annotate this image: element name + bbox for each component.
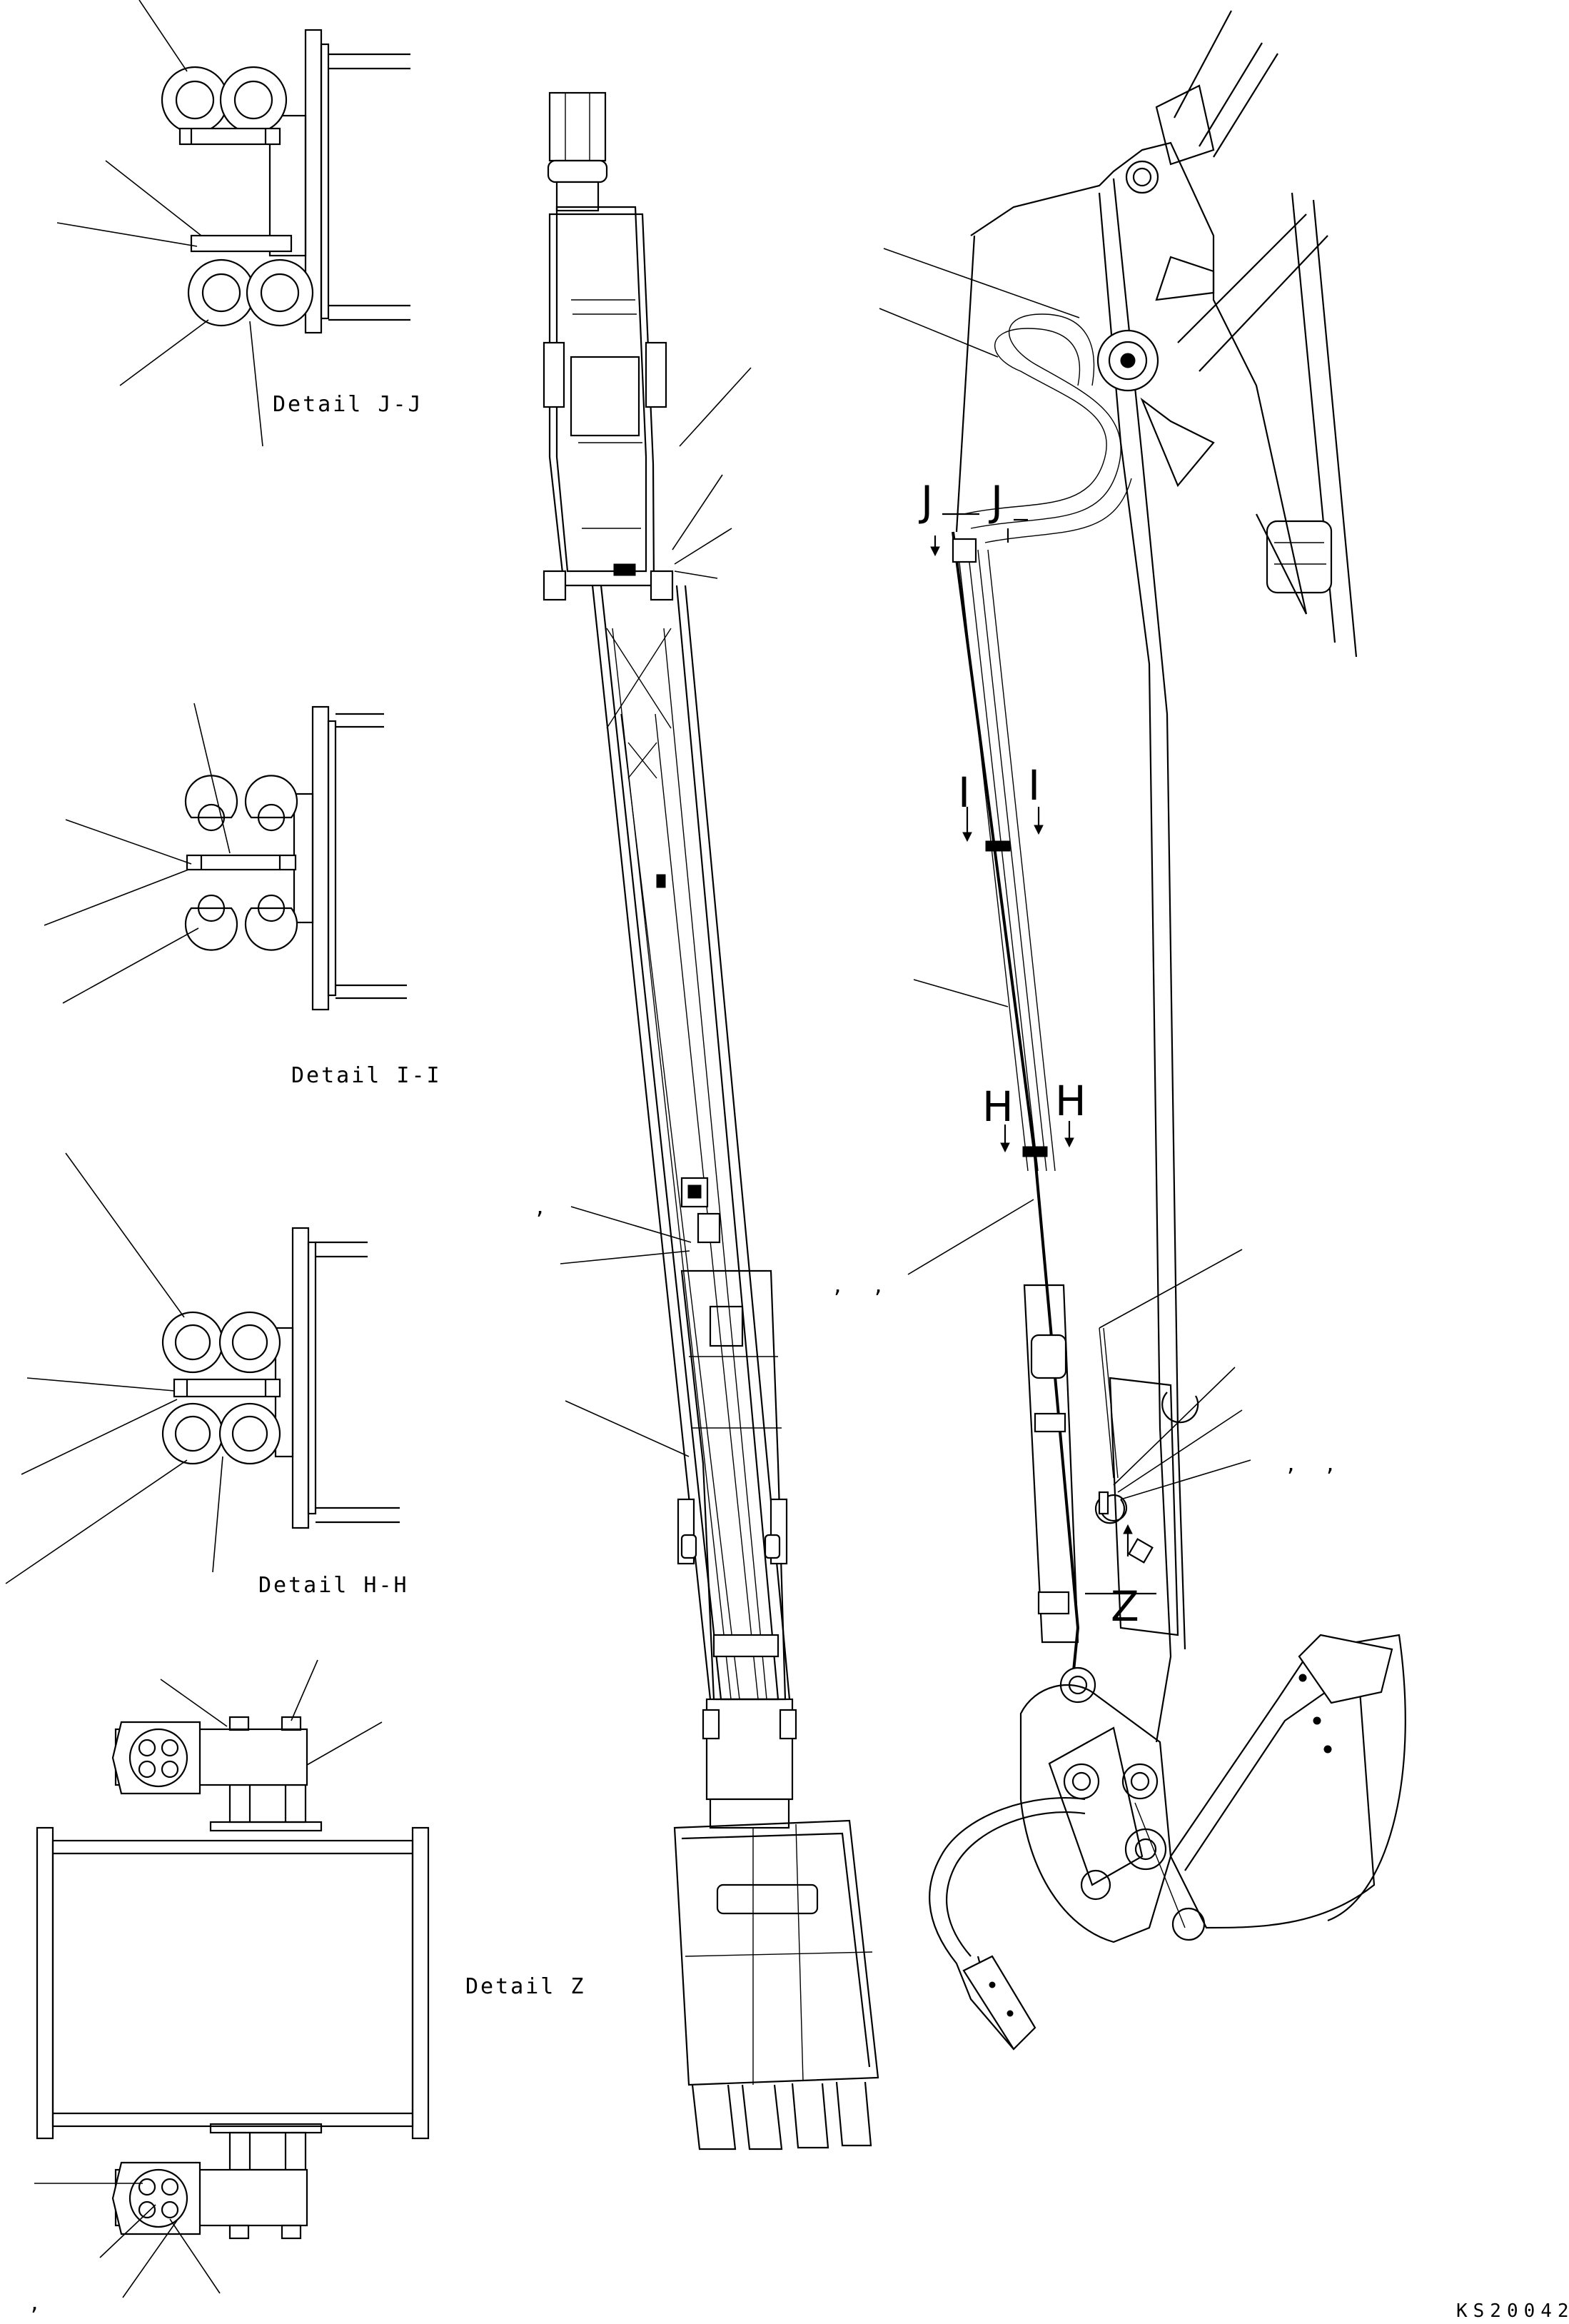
section-z: Z — [1111, 1582, 1139, 1631]
drawing-code: KS200421 — [1456, 2300, 1569, 2322]
callout-comma-1: , — [534, 1195, 546, 1219]
section-i-right: I — [1028, 761, 1040, 810]
callout-comma-3: , — [872, 1274, 884, 1297]
detail-hh-label: Detail H-H — [258, 1573, 409, 1598]
section-i-left: I — [958, 768, 970, 817]
callout-comma-4: , — [1285, 1452, 1297, 1476]
arm-side-view: J J I I H H Z , , — [879, 10, 1406, 2051]
section-h-left: H — [982, 1082, 1014, 1131]
section-j-left: J — [919, 477, 933, 525]
callout-comma-2: , — [832, 1274, 844, 1297]
detail-ii-view: Detail I-I — [44, 703, 442, 1088]
detail-hh-view: Detail H-H — [5, 1152, 409, 1598]
detail-z-view: Detail Z — [34, 1659, 586, 2298]
detail-ii-label: Detail I-I — [291, 1063, 442, 1088]
section-j-right: J — [989, 477, 1003, 525]
callout-comma-5: , — [1324, 1452, 1336, 1476]
arm-front-view: , , , — [534, 91, 884, 2151]
detail-jj-label: Detail J-J — [273, 392, 423, 417]
section-h-right: H — [1055, 1077, 1086, 1125]
detail-z-label: Detail Z — [465, 1974, 586, 1999]
detail-jj-view: Detail J-J — [56, 0, 423, 447]
callout-comma-6: , — [29, 2291, 41, 2315]
